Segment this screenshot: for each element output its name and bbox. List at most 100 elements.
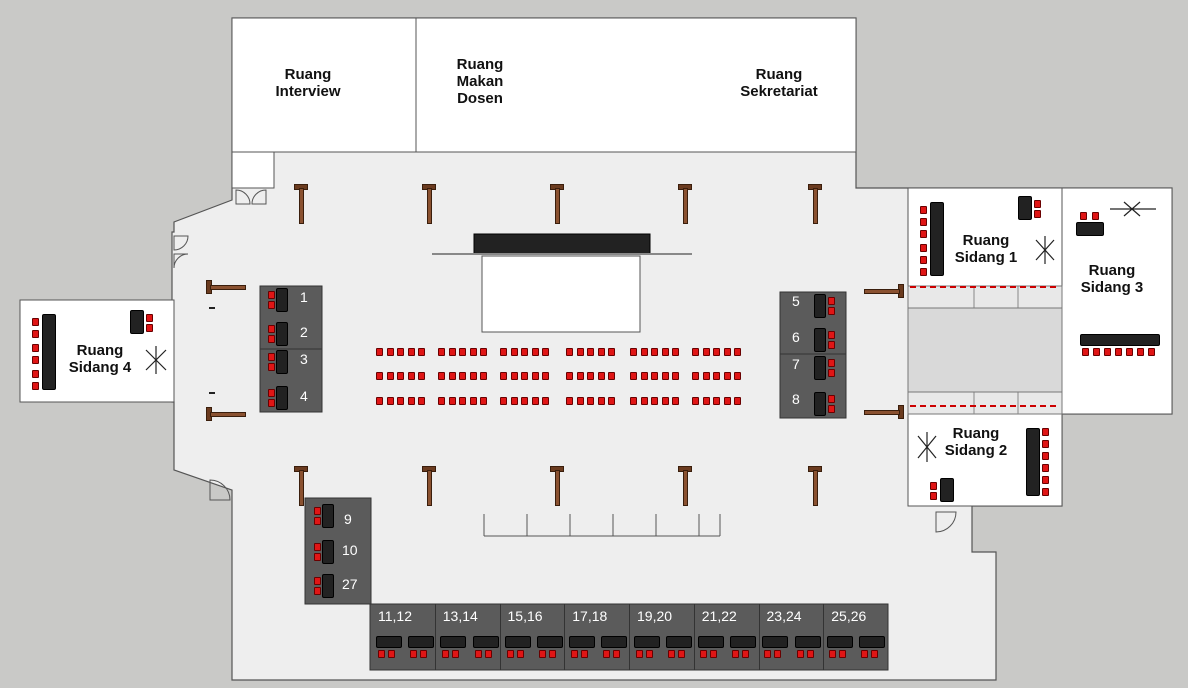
desk [440,636,467,648]
chair-icon [828,297,835,305]
chair-icon [1042,452,1049,460]
chair-icon [576,372,584,380]
chair-icon [452,650,460,658]
desk [665,636,692,648]
chair-icon [1042,476,1049,484]
chair-icon [838,650,846,658]
chair-icon [1080,212,1087,220]
chair-icon [386,372,394,380]
desk [814,294,826,318]
chair-icon [438,397,445,405]
chair-icon [702,348,710,356]
chair-icon [32,382,39,390]
chair-icon [672,397,679,405]
chair-icon [386,397,394,405]
small-marker [209,307,215,309]
desk [633,636,660,648]
chair-icon [566,348,573,356]
chair-icon [418,397,425,405]
chair-icon [723,348,731,356]
chair-icon [651,372,658,380]
chair-icon [587,397,594,405]
chair-icon [448,397,456,405]
booth-divider [564,604,566,670]
desk [730,636,757,648]
desk [794,636,821,648]
pillar-icon [206,407,246,421]
chair-icon [920,230,927,238]
chair-icon [32,344,39,352]
chair-icon [469,372,477,380]
chair-icon [469,348,477,356]
desk [814,392,826,416]
booth-number: 15,16 [507,608,543,624]
chair-icon [566,397,573,405]
booth-number: 10 [342,542,358,558]
chair-icon [677,650,685,658]
chair-icon [702,372,710,380]
room-label-sidang-2: Ruang Sidang 2 [944,425,1008,459]
booth-number: 7 [792,356,800,372]
chair-icon [608,397,615,405]
booth-number: 5 [792,293,800,309]
booth-number: 13,14 [442,608,478,624]
booth-number: 19,20 [637,608,673,624]
chair-icon [268,291,275,299]
booth-block-lower-left [304,497,372,605]
chair-icon [732,650,740,658]
chair-icon [920,244,927,252]
desk [504,636,531,648]
chair-icon [871,650,878,658]
booth-number: 27 [342,576,358,592]
chair-icon [571,650,579,658]
booth-number: 25,26 [831,608,867,624]
chair-icon [376,397,383,405]
desk [130,310,144,334]
chair-icon [645,650,653,658]
room-label-sidang-1: Ruang Sidang 1 [954,232,1018,266]
chair-icon [397,372,404,380]
stage [473,233,651,255]
chair-icon [672,372,679,380]
chair-icon [388,650,395,658]
desk [322,504,334,528]
chair-icon [667,650,675,658]
chair-icon [920,218,927,226]
chair-icon [146,324,153,332]
desk [376,636,402,648]
chair-icon [713,397,720,405]
pillar-icon [864,405,904,419]
chair-icon [516,650,524,658]
chair-icon [1034,200,1041,208]
chair-icon [828,359,835,367]
room-label-interview: Ruang Interview [275,66,341,100]
chair-icon [828,331,835,339]
chair-icon [531,372,539,380]
desk [859,636,885,648]
chair-icon [640,372,648,380]
chair-icon [597,397,605,405]
booth-divider [693,604,695,670]
booth-divider [758,604,760,670]
chair-icon [692,397,699,405]
chair-icon [32,330,39,338]
chair-icon [1093,348,1100,356]
chair-icon [1034,210,1041,218]
pillar-icon [422,184,436,224]
desk [408,636,435,648]
chair-icon [459,348,466,356]
desk [814,328,826,352]
chair-icon [1137,348,1144,356]
pillar-icon [550,466,564,506]
chair-icon [630,397,637,405]
pillar-icon [294,184,308,224]
chair-icon [448,348,456,356]
chair-icon [806,650,814,658]
booth-divider [499,604,501,670]
chair-icon [314,577,321,585]
chair-icon [828,405,835,413]
room-makan-dosen [415,17,857,153]
chair-icon [828,650,836,658]
chair-icon [700,650,707,658]
chair-icon [651,348,658,356]
